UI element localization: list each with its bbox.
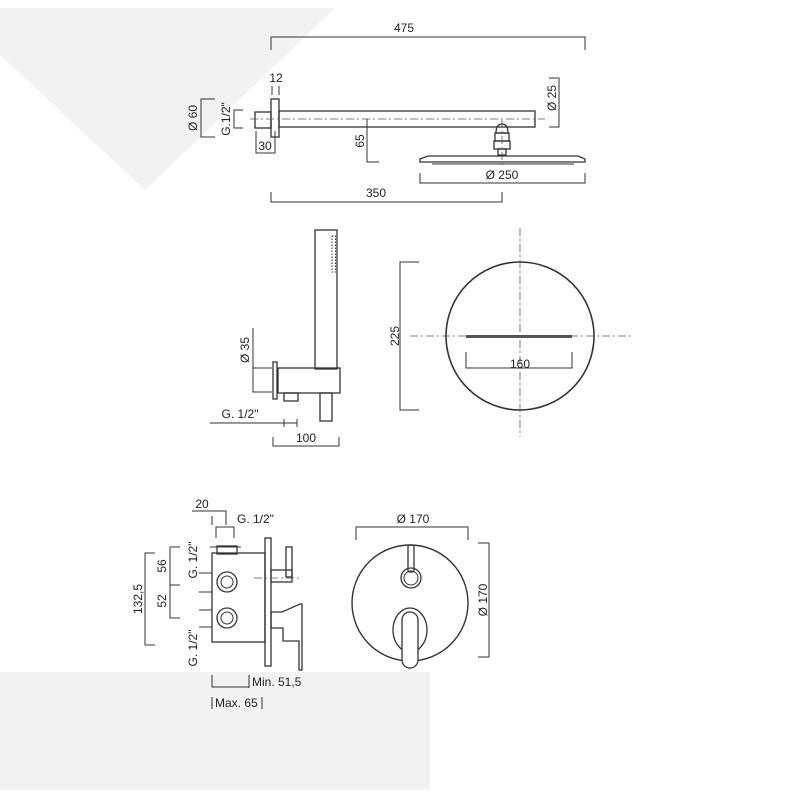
label-max-depth: Max. 65 xyxy=(215,696,258,710)
holder-flange xyxy=(272,361,278,400)
dim-head-size xyxy=(399,261,419,411)
inlet-lower xyxy=(216,607,238,629)
label-overall-length: 475 xyxy=(394,21,414,35)
label-lower-spacing: 52 xyxy=(155,594,169,608)
dim-slot-length xyxy=(465,352,573,369)
holder-block xyxy=(277,367,341,394)
dim-stub-length xyxy=(255,131,276,154)
dim-head-diameter xyxy=(419,173,586,184)
label-holder-diameter: Ø 35 xyxy=(238,337,252,363)
holder-outlet xyxy=(283,392,299,402)
label-thread: G.1/2" xyxy=(219,102,233,136)
lever-handle xyxy=(401,611,419,669)
label-lower-thread: G. 1/2" xyxy=(186,630,200,667)
dim-front-width xyxy=(355,526,469,540)
background-panel xyxy=(0,672,430,790)
diverter-knob-side xyxy=(285,546,293,578)
dim-total-height xyxy=(144,552,155,646)
lever-side xyxy=(270,603,303,671)
dim-drop xyxy=(366,119,379,163)
dim-projection xyxy=(272,437,340,447)
diverter-knob xyxy=(407,544,415,573)
label-slot-length: 160 xyxy=(510,357,530,371)
spray-nozzles xyxy=(331,235,336,273)
label-hand-thread: G. 1/2" xyxy=(222,407,259,421)
inlet-upper xyxy=(216,571,238,593)
dim-thread xyxy=(233,109,243,129)
shower-arm-view: 475 12 Ø 60 G.1/2" 30 65 Ø 25 Ø 250 350 xyxy=(186,21,586,203)
hose-connector xyxy=(319,392,333,422)
dim-arm-diameter xyxy=(549,77,560,128)
label-head-diameter: Ø 250 xyxy=(486,168,519,182)
label-head-offset: 350 xyxy=(366,186,386,200)
label-upper-spacing: 56 xyxy=(155,559,169,573)
label-front-width: Ø 170 xyxy=(397,512,430,526)
label-front-height: Ø 170 xyxy=(476,583,490,616)
dim-overall-length xyxy=(270,36,586,50)
label-flange-diameter: Ø 60 xyxy=(186,105,200,131)
label-upper-thread: G. 1/2" xyxy=(186,542,200,579)
label-arm-diameter: Ø 25 xyxy=(545,85,559,111)
background-triangle xyxy=(0,8,335,190)
label-top-thread: G. 1/2" xyxy=(237,512,274,526)
hand-shower-body xyxy=(314,229,338,370)
label-top-offset: 20 xyxy=(195,497,209,511)
wall-plate xyxy=(264,537,272,667)
label-flange-thickness: 12 xyxy=(269,71,283,85)
label-head-size: 225 xyxy=(388,326,402,346)
dim-front-height xyxy=(478,542,490,658)
shower-head-disc xyxy=(419,155,586,163)
thread-stub xyxy=(254,111,272,129)
label-projection: 100 xyxy=(296,431,316,445)
hand-shower-view: Ø 35 G. 1/2" 100 xyxy=(210,229,341,447)
label-drop: 65 xyxy=(353,134,367,148)
label-min-depth: Min. 51,5 xyxy=(252,675,302,689)
label-stub-length: 30 xyxy=(258,139,272,153)
dim-head-offset xyxy=(270,192,503,203)
mixer-front-view: Ø 170 Ø 170 xyxy=(351,512,490,669)
mixer-body xyxy=(211,552,266,643)
spray-slot xyxy=(466,335,572,338)
round-head-top-view: 160 225 xyxy=(388,228,633,437)
dim-flange-diameter xyxy=(200,98,215,138)
label-total-height: 132,5 xyxy=(131,584,145,614)
mixer-side-view: 20 G. 1/2" 132,5 56 52 G. 1/2" G. 1/2" M… xyxy=(131,497,303,710)
